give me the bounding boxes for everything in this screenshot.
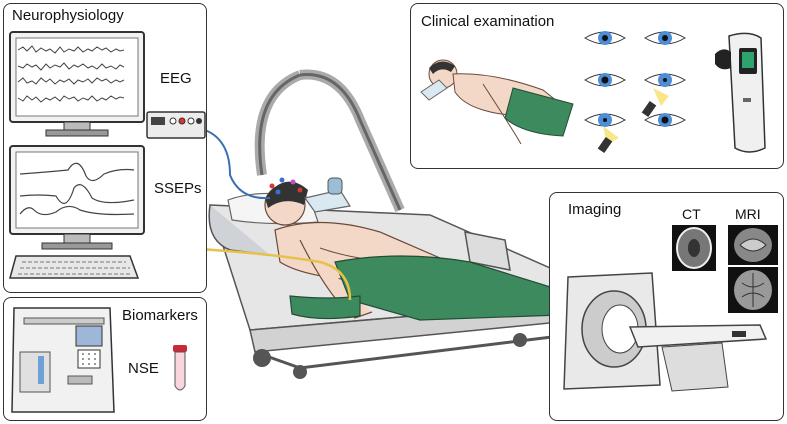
ventilator-mask-icon xyxy=(303,177,351,213)
mri-scan-image-1 xyxy=(728,225,778,265)
ct-label: CT xyxy=(682,206,701,222)
test-tube-icon xyxy=(173,345,187,391)
neurophysiology-panel: Neurophysiology EEG xyxy=(3,3,207,293)
mri-label: MRI xyxy=(735,206,761,222)
biomarkers-title: Biomarkers xyxy=(122,307,198,324)
sseps-label: SSEPs xyxy=(154,180,202,197)
eeg-cable xyxy=(204,129,271,200)
nse-label: NSE xyxy=(128,360,159,377)
biomarkers-panel: Biomarkers NSE xyxy=(3,297,207,421)
ssep-monitor-icon xyxy=(9,145,145,279)
mri-scan-image-2 xyxy=(728,267,778,313)
imaging-title: Imaging xyxy=(568,201,622,218)
neurophysiology-title: Neurophysiology xyxy=(12,7,124,24)
clinical-examination-title: Clinical examination xyxy=(421,13,555,30)
eeg-amplifier-icon xyxy=(146,111,206,139)
exam-patient-icon xyxy=(420,59,574,145)
imaging-panel: Imaging CT MRI xyxy=(549,192,784,421)
bed-arch-icon xyxy=(254,69,405,213)
ct-scan-image xyxy=(672,225,716,271)
mri-scanner-icon xyxy=(563,272,768,392)
penlight-icon xyxy=(597,88,669,154)
pupillometer-icon xyxy=(715,32,766,153)
eye-icon xyxy=(584,31,686,127)
eeg-monitor-icon xyxy=(9,31,145,137)
clinical-examination-panel: Clinical examination xyxy=(410,3,784,169)
pupil-exam-icons xyxy=(584,31,686,154)
eeg-label: EEG xyxy=(160,70,192,87)
analyzer-machine-icon xyxy=(11,307,115,413)
